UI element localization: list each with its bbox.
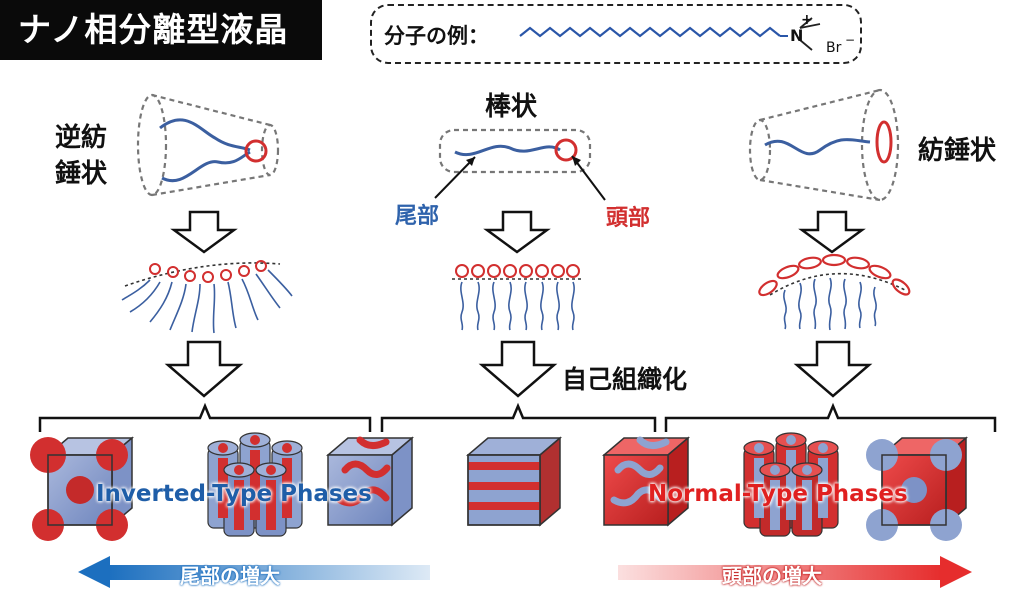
normal-monolayer xyxy=(758,253,911,331)
cone-molecule xyxy=(748,88,900,202)
self-assembly-label: 自己組織化 xyxy=(562,365,688,394)
cation-charge: + xyxy=(801,12,813,28)
tail-growth-arrow xyxy=(78,556,430,588)
counterion: Br xyxy=(826,40,842,56)
head-label: 頭部 xyxy=(606,206,651,231)
inverted-phases-label: Inverted-Type Phases xyxy=(96,481,372,507)
head-growth-arrow xyxy=(618,556,972,588)
inverted-bicontinuous-cube xyxy=(325,436,415,527)
rod-label: 棒状 xyxy=(485,92,538,122)
inverted-monolayer xyxy=(121,260,293,334)
inverted-cubic-micellar-cube xyxy=(30,436,135,541)
head-growth-label: 頭部の増大 xyxy=(722,564,822,588)
molecule-chain xyxy=(519,17,821,51)
page-title: ナノ相分離型液晶 xyxy=(0,0,322,60)
tail-growth-label: 尾部の増大 xyxy=(180,564,280,588)
cone-label: 紡錘状 xyxy=(918,136,997,166)
inverted-hexagonal-columns xyxy=(207,432,303,537)
inverse-cone-label-line2: 錘状 xyxy=(55,159,108,189)
normal-phases-label: Normal-Type Phases xyxy=(648,481,908,507)
inverse-cone-label-line1: 逆紡 xyxy=(55,123,108,153)
rod-molecule xyxy=(434,128,606,201)
down-arrows-row1 xyxy=(170,210,866,254)
lamellar-monolayer xyxy=(452,264,582,331)
tail-label: 尾部 xyxy=(395,204,440,229)
lamellar-cube xyxy=(465,436,563,527)
molecule-example-box: 分子の例： xyxy=(370,4,862,64)
normal-cubic-micellar-cube xyxy=(866,436,969,541)
normal-hexagonal-columns xyxy=(743,432,839,537)
nitrogen-atom: N xyxy=(790,26,803,45)
phase-brackets xyxy=(38,402,997,432)
normal-bicontinuous-cube xyxy=(601,436,691,527)
counterion-charge: − xyxy=(845,33,855,47)
down-arrows-row2 xyxy=(164,340,873,398)
molecule-example-label: 分子の例： xyxy=(384,24,489,48)
inverse-cone-molecule xyxy=(136,93,280,197)
inverse-cone-label: 逆紡 錘状 xyxy=(55,120,107,192)
